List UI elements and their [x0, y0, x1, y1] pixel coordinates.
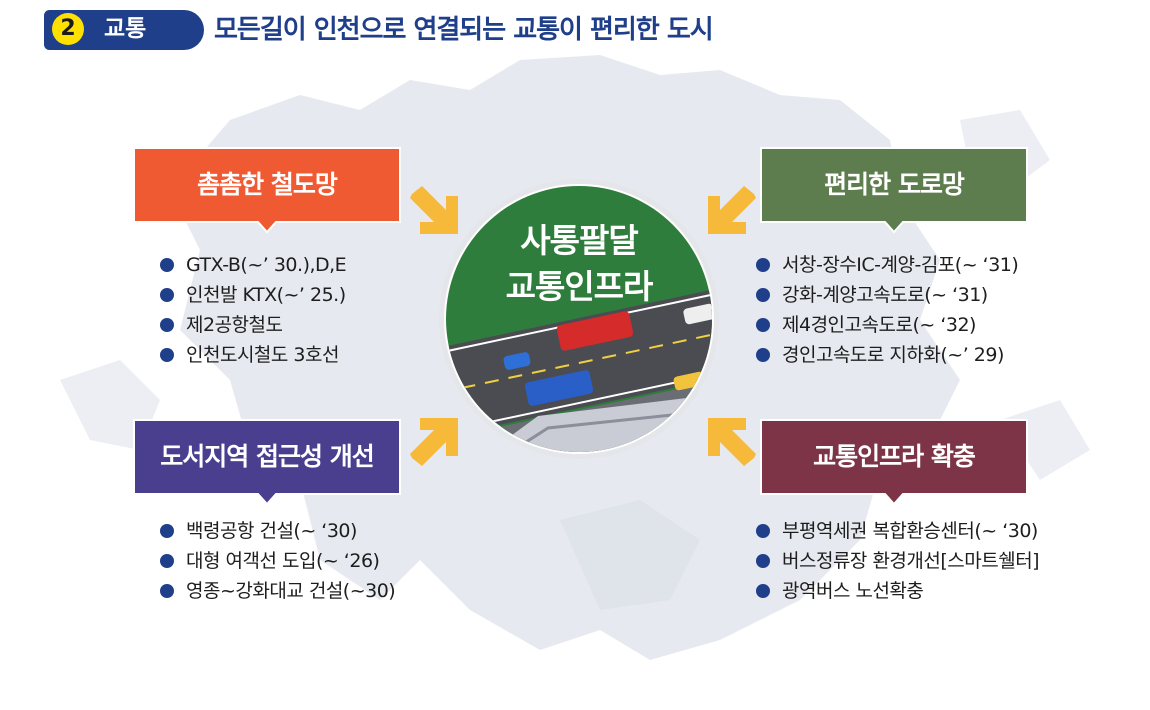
bullet-icon [160, 348, 174, 362]
blue-car-icon [503, 352, 531, 370]
list-item: 서창-장수IC-계양-김포(~ ‘31) [756, 250, 1019, 280]
list-item: 경인고속도로 지하화(~’ 29) [756, 340, 1018, 370]
banner-rail-title: 촘촘한 철도망 [197, 170, 338, 199]
bullet-icon [756, 318, 770, 332]
bullet-icon [756, 258, 770, 272]
list-item: 백령공항 건설(~ ‘30) [160, 516, 395, 546]
bullet-icon [756, 288, 770, 302]
road-list: 서창-장수IC-계양-김포(~ ‘31) 강화-계양고속도로(~ ‘31) 제4… [756, 250, 1019, 370]
bullet-icon [756, 584, 770, 598]
list-item: 강화-계양고속도로(~ ‘31) [756, 280, 1018, 310]
bullet-icon [160, 318, 174, 332]
list-item: 인천발 KTX(~’ 25.) [160, 280, 346, 310]
list-item: 광역버스 노선확충 [756, 576, 1039, 606]
section-number-badge: 2 [52, 13, 84, 45]
banner-infra-shape [760, 419, 1028, 506]
arrow-up-left-icon [708, 418, 756, 466]
page-title: 모든길이 인천으로 연결되는 교통이 편리한 도시 [214, 15, 714, 45]
infra-list: 부평역세권 복합환승센터(~ ‘30) 버스정류장 환경개선[스마트쉘터] 광역… [756, 516, 1040, 606]
arrow-down-left-icon [708, 186, 756, 234]
bullet-icon [756, 348, 770, 362]
banner-road-shape [760, 147, 1028, 234]
list-item: 제4경인고속도로(~ ‘32) [756, 310, 1018, 340]
arrow-up-right-icon [410, 418, 458, 466]
list-item: GTX-B(~’ 30.),D,E [160, 250, 347, 280]
banner-road: 편리한 도로망 [760, 147, 1028, 234]
banner-island-title: 도서지역 접근성 개선 [160, 442, 374, 471]
blue-bus-icon [524, 370, 594, 406]
arrow-down-right-icon [410, 186, 458, 234]
bullet-icon [160, 554, 174, 568]
bullet-icon [756, 524, 770, 538]
list-item: 대형 여객선 도입(~ ‘26) [160, 546, 395, 576]
banner-island-shape [133, 419, 401, 506]
banner-rail: 촘촘한 철도망 [133, 147, 401, 234]
list-item: 부평역세권 복합환승센터(~ ‘30) [756, 516, 1039, 546]
bullet-icon [756, 554, 770, 568]
center-title-line1: 사통팔달 [520, 221, 638, 260]
white-car-icon [683, 303, 712, 325]
banner-infra: 교통인프라 확충 [760, 419, 1028, 506]
list-item: 제2공항철도 [160, 310, 346, 340]
center-title-line2: 교통인프라 [505, 267, 654, 306]
section-label: 교통 [104, 16, 147, 42]
banner-rail-shape [133, 147, 401, 234]
bullet-icon [160, 524, 174, 538]
list-item: 인천도시철도 3호선 [160, 340, 346, 370]
red-bus-icon [556, 311, 634, 351]
bullet-icon [160, 584, 174, 598]
banner-island: 도서지역 접근성 개선 [133, 419, 401, 506]
rail-list: GTX-B(~’ 30.),D,E 인천발 KTX(~’ 25.) 제2공항철도… [160, 250, 347, 370]
center-circle [439, 179, 719, 459]
bullet-icon [160, 288, 174, 302]
list-item: 버스정류장 환경개선[스마트쉘터] [756, 546, 1040, 576]
island-list: 백령공항 건설(~ ‘30) 대형 여객선 도입(~ ‘26) 영종~강화대교 … [160, 516, 396, 606]
list-item: 영종~강화대교 건설(~30) [160, 576, 396, 606]
center-title: 사통팔달 교통인프라 [438, 218, 720, 310]
banner-infra-title: 교통인프라 확충 [813, 442, 976, 471]
bullet-icon [160, 258, 174, 272]
banner-road-title: 편리한 도로망 [824, 170, 965, 199]
